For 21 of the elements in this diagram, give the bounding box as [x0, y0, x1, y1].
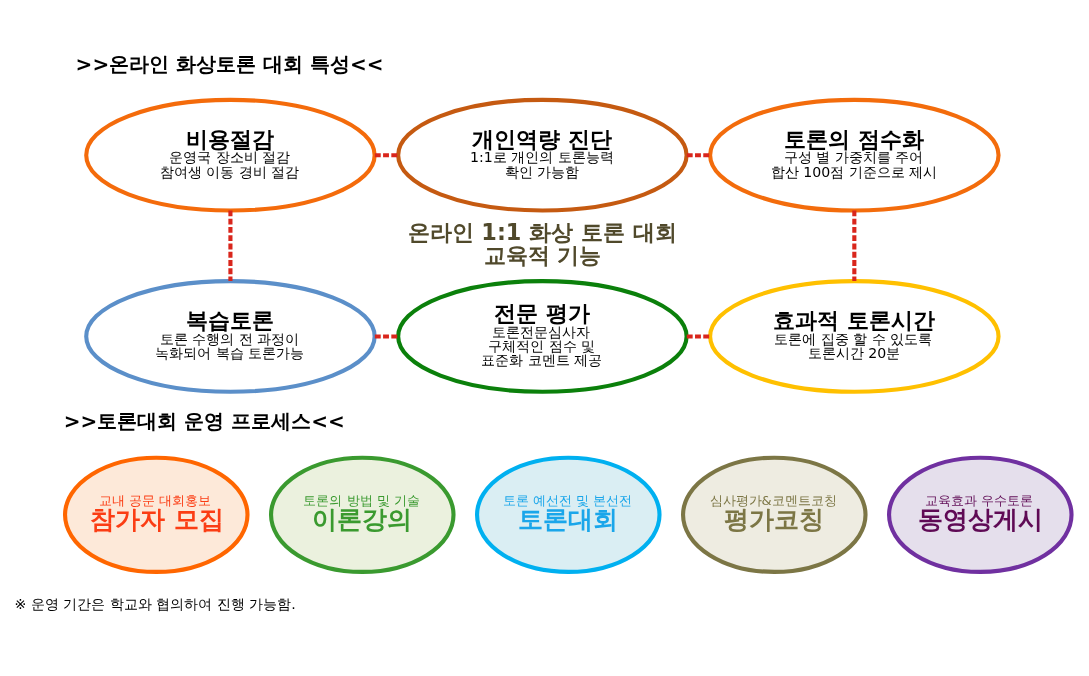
connector	[686, 334, 710, 339]
node-ellipse: 교육효과 우수토론 동영상게시	[887, 455, 1074, 574]
node-ellipse: 효과적 토론시간 토론에 집중 할 수 있도록 토론시간 20분	[708, 279, 1001, 394]
node-ellipse: 토론 예선전 및 본선전 토론대회	[475, 455, 662, 574]
connector	[852, 210, 857, 281]
label: >>토론대회 운영 프로세스<<	[63, 409, 345, 434]
node-ellipse: 토론의 방법 및 기술 이론강의	[269, 455, 456, 574]
node-ellipse: 교내 공문 대회홍보 참가자 모집	[63, 455, 250, 574]
connector	[374, 334, 399, 339]
node-ellipse: 토론의 점수화 구성 별 가중치를 주어 합산 100점 기준으로 제시	[708, 97, 1001, 213]
label: >>온라인 화상토론 대회 특성<<	[75, 51, 384, 76]
connector	[374, 153, 399, 158]
node-ellipse: 심사평가&코멘트코칭 평가코칭	[681, 455, 868, 574]
connector	[686, 153, 710, 158]
node-ellipse: 복습토론 토론 수행의 전 과정이 녹화되어 복습 토론가능	[84, 279, 377, 394]
node-ellipse: 개인역량 진단 1:1로 개인의 토론능력 확인 가능함	[396, 97, 689, 213]
connector	[228, 210, 233, 281]
label: ※ 운영 기간은 학교와 협의하여 진행 가능함.	[14, 595, 296, 612]
label: 온라인 1:1 화상 토론 대회 교육적 기능	[407, 219, 677, 268]
node-ellipse: 전문 평가 토론전문심사자 구체적인 점수 및 표준화 코멘트 제공	[396, 279, 689, 394]
node-ellipse: 비용절감 운영국 장소비 절감 참여생 이동 경비 절감	[84, 97, 377, 213]
